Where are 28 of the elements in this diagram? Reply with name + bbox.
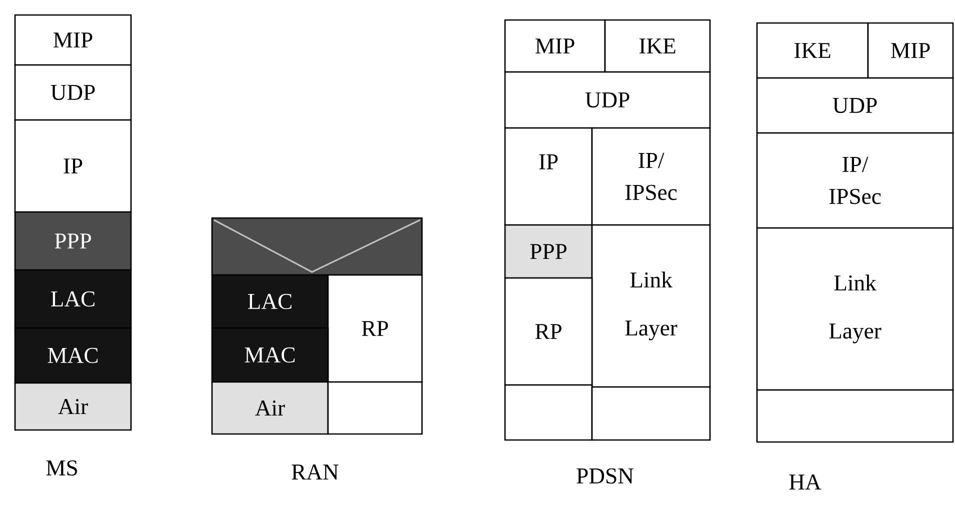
protocol-cell: IP/ IPSec [591,127,711,226]
protocol-cell: MIP [504,19,606,73]
protocol-cell: MIP [867,22,954,79]
protocol-cell: UDP [14,64,132,121]
protocol-cell: IP/ IPSec [756,132,954,229]
protocol-cell: PPP [504,224,593,279]
protocol-cell: RP [504,277,593,386]
protocol-cell: Air [14,382,132,431]
protocol-cell: IP [14,119,132,213]
protocol-cell: PPP [14,211,132,271]
protocol-cell [504,384,593,441]
protocol-cell: Air [211,381,329,435]
stack-label: PDSN [576,468,634,484]
stack-label: HA [789,474,822,490]
stack-label: MS [46,460,77,476]
protocol-cell: IKE [604,19,711,73]
protocol-cell [211,217,423,276]
protocol-cell [591,386,711,441]
protocol-cell: MAC [211,327,329,383]
protocol-cell: IKE [756,22,869,79]
protocol-cell: MAC [14,327,132,384]
protocol-cell: IP [504,127,593,226]
stack-label: RAN [292,464,338,480]
protocol-cell: MIP [14,14,132,66]
protocol-cell: LAC [14,269,132,329]
protocol-cell: LAC [211,274,329,329]
protocol-cell [327,381,423,435]
protocol-cell [756,389,954,443]
